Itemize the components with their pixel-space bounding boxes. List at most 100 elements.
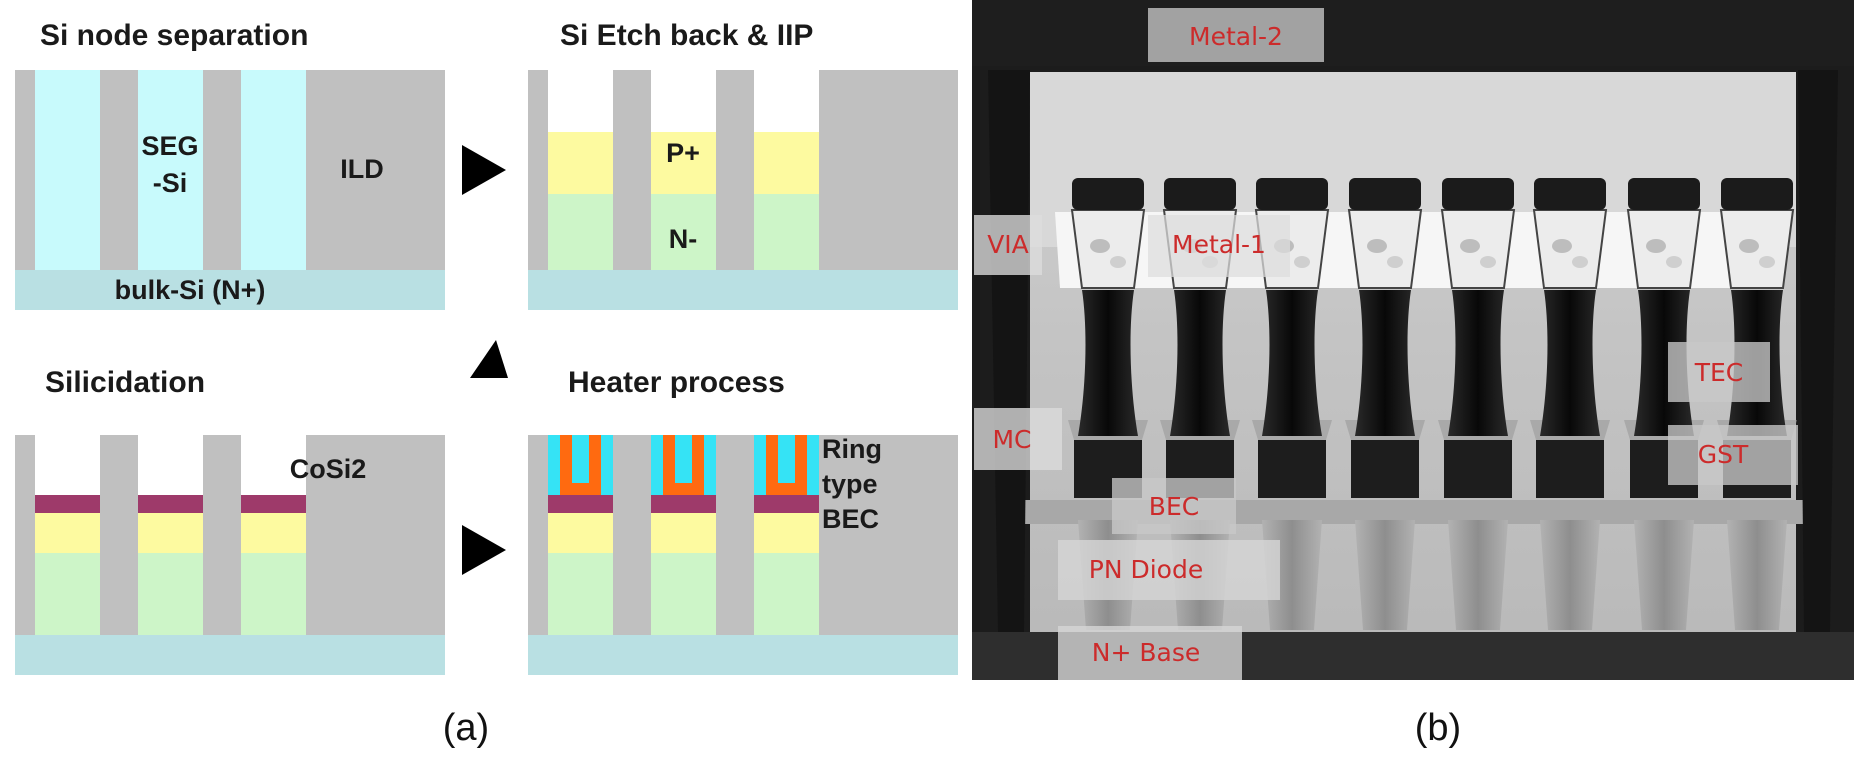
via-cap <box>1256 178 1328 210</box>
metal-contact-post <box>1540 290 1600 436</box>
via-cap <box>1349 178 1421 210</box>
metal-contact-post <box>1078 290 1138 436</box>
label-bec: BEC <box>1112 478 1236 534</box>
metal-contact-post <box>1448 290 1508 436</box>
via-grain <box>1294 256 1310 268</box>
seg-label: SEG <box>141 131 198 161</box>
p-plus-region <box>241 513 306 553</box>
via-grain <box>1572 256 1588 268</box>
bulk-si-layer <box>15 270 445 310</box>
bulk-si-label: bulk-Si (N+) <box>115 275 266 305</box>
side-pillar <box>1798 70 1838 632</box>
cosi2-layer <box>651 495 716 513</box>
etched-recess <box>651 70 716 132</box>
n-minus-region <box>548 553 613 635</box>
via-grain <box>1666 256 1682 268</box>
side-pillar <box>988 70 1030 632</box>
bec-block <box>1536 440 1604 498</box>
via-cap <box>1164 178 1236 210</box>
cosi2-layer <box>35 495 100 513</box>
n-minus-region <box>241 553 306 635</box>
seg-si-column <box>138 70 203 270</box>
bec-block <box>1258 440 1326 498</box>
step-silicidation: Silicidation CoSi2 <box>15 366 445 675</box>
etched-recess <box>548 70 613 132</box>
label-pn-diode: PN Diode <box>1058 540 1280 600</box>
p-plus-region <box>754 132 819 194</box>
svg-text:MC: MC <box>992 425 1031 454</box>
metal-contact-post <box>1355 290 1415 436</box>
bec-block <box>1444 440 1512 498</box>
arrow-up-left-icon <box>470 340 508 378</box>
pn-diode-column <box>1355 520 1415 630</box>
cosi2-layer <box>548 495 613 513</box>
caption-a: (a) <box>443 707 489 749</box>
svg-text:Metal-1: Metal-1 <box>1172 230 1266 259</box>
label-gst: GST <box>1668 425 1798 485</box>
etched-recess <box>754 70 819 132</box>
pn-diode-column <box>1540 520 1600 630</box>
caption-b: (b) <box>1415 707 1461 749</box>
ild-label: ILD <box>340 154 384 184</box>
n-minus-region <box>651 194 716 270</box>
arrow-right-icon <box>462 145 506 195</box>
via-grain <box>1460 239 1480 253</box>
bulk-si-layer <box>528 270 958 310</box>
via-cap <box>1534 178 1606 210</box>
ring-heater <box>766 435 807 495</box>
n-minus-region <box>754 194 819 270</box>
metal-contact-post <box>1170 290 1230 436</box>
p-plus-region <box>138 513 203 553</box>
n-minus-label: N- <box>669 224 698 254</box>
step-node-separation: Si node separation SEG -Si ILD bulk-Si (… <box>15 19 445 310</box>
metal-2-bar <box>972 0 1854 66</box>
step-etch-back: Si Etch back & IIP P+ N- <box>528 19 958 310</box>
via-grain <box>1759 256 1775 268</box>
label-tec: TEC <box>1668 342 1770 402</box>
bulk-si-layer <box>15 635 445 675</box>
seg-si-column <box>241 70 306 270</box>
via-cap <box>1072 178 1144 210</box>
via-grain <box>1480 256 1496 268</box>
p-plus-region <box>548 513 613 553</box>
via-grain <box>1739 239 1759 253</box>
svg-text:N+ Base: N+ Base <box>1092 638 1200 667</box>
cosi2-label: CoSi2 <box>290 454 367 484</box>
n-minus-region <box>651 553 716 635</box>
metal-contact-post <box>1262 290 1322 436</box>
svg-text:VIA: VIA <box>987 230 1029 259</box>
cosi2-layer <box>754 495 819 513</box>
step-title: Si Etch back & IIP <box>560 19 813 52</box>
cosi2-layer <box>138 495 203 513</box>
svg-text:GST: GST <box>1698 440 1749 469</box>
via-cap <box>1721 178 1793 210</box>
label-mc: MC <box>974 408 1062 470</box>
recess <box>138 435 203 495</box>
step-title: Heater process <box>568 366 785 399</box>
p-plus-region <box>754 513 819 553</box>
seg-si-column <box>35 70 100 270</box>
svg-text:BEC: BEC <box>1149 492 1199 521</box>
svg-text:Metal-2: Metal-2 <box>1189 22 1283 51</box>
via-grain <box>1552 239 1572 253</box>
p-plus-region <box>35 513 100 553</box>
ring-heater <box>663 435 704 495</box>
svg-text:PN Diode: PN Diode <box>1089 555 1203 584</box>
via-cap <box>1628 178 1700 210</box>
recess <box>241 435 306 495</box>
label-via: VIA <box>974 215 1042 275</box>
via-grain <box>1387 256 1403 268</box>
recess <box>35 435 100 495</box>
step-title: Silicidation <box>45 366 205 399</box>
p-plus-region <box>651 132 716 194</box>
via-grain <box>1110 256 1126 268</box>
n-minus-region <box>754 553 819 635</box>
ring-heater <box>560 435 601 495</box>
via-cap <box>1442 178 1514 210</box>
via-grain <box>1367 239 1387 253</box>
bec-label: BEC <box>822 504 879 534</box>
pn-diode-column <box>1448 520 1508 630</box>
label-metal-2: Metal-2 <box>1148 8 1324 62</box>
